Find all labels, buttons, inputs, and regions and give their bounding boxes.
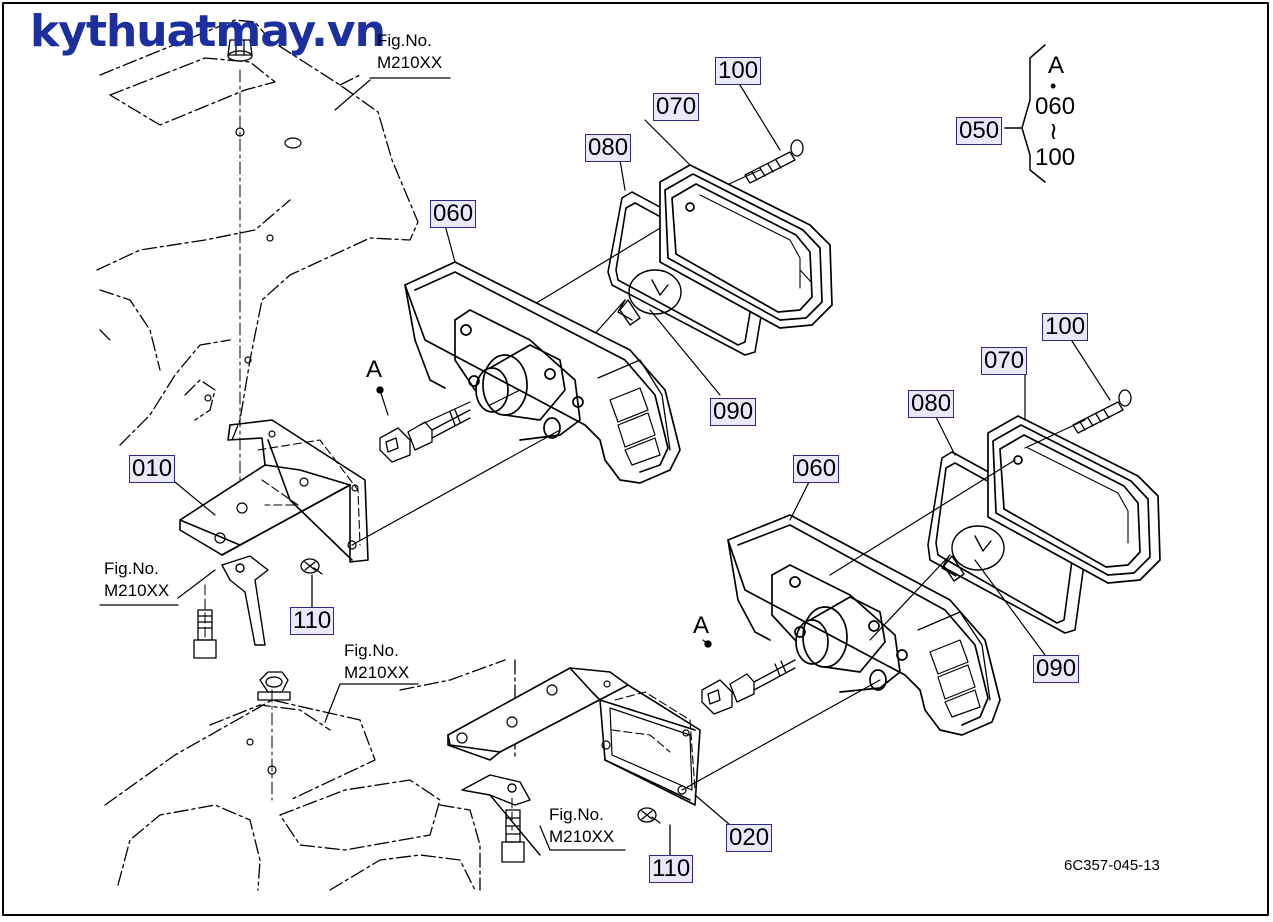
callout-100-upper[interactable]: 100 [715, 57, 762, 85]
fig-ref-number: M210XX [344, 663, 410, 682]
fig-ref-label: Fig.No. [377, 31, 432, 50]
group-dot: • [1050, 76, 1057, 96]
figure-code: 6C357-045-13 [1064, 857, 1160, 874]
callout-110-lower[interactable]: 110 [649, 855, 694, 883]
callout-050[interactable]: 050 [956, 117, 1003, 145]
fig-ref-left: Fig.No. M210XX [104, 558, 169, 602]
callout-060-lower[interactable]: 060 [793, 455, 840, 483]
fig-ref-label: Fig.No. [344, 641, 399, 660]
lens-070-upper [659, 164, 833, 329]
callout-070-upper[interactable]: 070 [653, 93, 700, 121]
bulb-090-lower [941, 525, 1005, 582]
bolt-upper-top [227, 39, 253, 62]
fig-ref-number: M210XX [104, 581, 170, 600]
callout-090-upper[interactable]: 090 [710, 398, 757, 426]
screw-100-lower [1072, 389, 1132, 434]
fig-ref-number: M210XX [377, 53, 443, 72]
callout-080-upper[interactable]: 080 [585, 134, 632, 162]
group-from: 060 [1035, 93, 1076, 120]
group-letter: A [1048, 52, 1065, 79]
callout-070-lower[interactable]: 070 [981, 347, 1028, 375]
callout-060-upper[interactable]: 060 [430, 200, 477, 228]
fig-ref-upper-right: Fig.No. M210XX [377, 30, 442, 74]
connector-label-lower: A [693, 612, 710, 639]
screw-110-lower [637, 807, 671, 856]
bulb-090-upper [617, 269, 682, 326]
bracket-020 [447, 667, 701, 806]
fig-ref-label: Fig.No. [549, 805, 604, 824]
lamp-housing-upper [404, 261, 681, 484]
callout-020[interactable]: 020 [726, 824, 773, 852]
leader-lines-lower [324, 337, 1111, 851]
screw-100-upper [744, 139, 804, 184]
group-brace-050 [1004, 44, 1046, 183]
callout-010[interactable]: 010 [129, 455, 176, 483]
fig-ref-label: Fig.No. [104, 559, 159, 578]
fender-upper-outline [96, 19, 419, 446]
callout-090-lower[interactable]: 090 [1033, 655, 1080, 683]
fender-lower-outline [104, 659, 516, 891]
fig-ref-center: Fig.No. M210XX [344, 640, 409, 684]
connector-lower [701, 640, 796, 715]
plate-upper [221, 555, 269, 646]
callout-080-lower[interactable]: 080 [908, 390, 955, 418]
lens-070-lower [987, 415, 1161, 584]
group-to: 100 [1035, 144, 1076, 171]
bolt-upper-lower [193, 584, 217, 659]
fig-ref-number: M210XX [549, 827, 615, 846]
connector-upper [376, 386, 471, 463]
nut-lower [257, 671, 291, 701]
callout-100-lower[interactable]: 100 [1042, 313, 1089, 341]
plate-lower [461, 774, 541, 856]
watermark-logo: kythuatmay.vn [30, 6, 386, 57]
fig-ref-lower: Fig.No. M210XX [549, 804, 614, 848]
group-tilde: ≀ [1049, 118, 1058, 145]
bracket-010 [179, 419, 369, 563]
callout-110-upper[interactable]: 110 [290, 607, 335, 635]
lamp-housing-lower [727, 514, 1001, 736]
screw-110-upper [300, 558, 323, 611]
connector-label-upper: A [366, 356, 383, 383]
bolt-lower [501, 797, 525, 863]
